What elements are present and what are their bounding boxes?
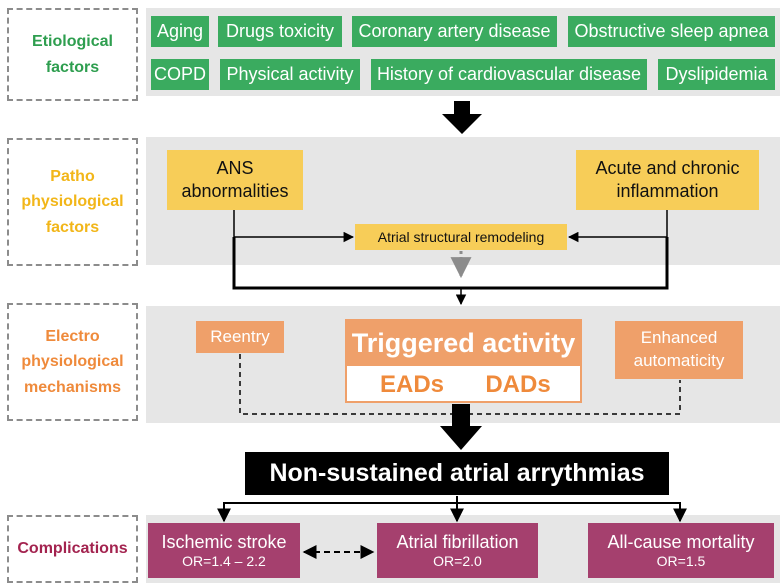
all-cause-mortality-or: OR=1.5 — [656, 552, 706, 569]
atrial-fibrillation-title: Atrial fibrillation — [396, 532, 519, 553]
patho-factors-label: Patho physiological factors — [7, 138, 138, 266]
dads-label: DADs — [485, 371, 551, 398]
arrow-inflammation-to-remodeling — [567, 210, 668, 243]
inflammation-box: Acute and chronic inflammation — [576, 150, 759, 210]
eads-label: EADs — [379, 371, 445, 398]
etiological-factors-label: Etiological factors — [7, 8, 138, 101]
factor-obstructive-sleep-apnea: Obstructive sleep apnea — [568, 16, 775, 47]
factor-drugs-toxicity: Drugs toxicity — [218, 16, 342, 47]
all-cause-mortality-title: All-cause mortality — [607, 532, 755, 553]
factor-aging: Aging — [151, 16, 209, 47]
all-cause-mortality-box: All-cause mortality OR=1.5 — [588, 523, 774, 578]
complications-label: Complications — [7, 515, 138, 583]
electro-mechanisms-label: Electro physiological mechanisms — [7, 303, 138, 421]
bracket-patho-to-electro — [232, 237, 669, 290]
ans-abnormalities-box: ANS abnormalities — [167, 150, 303, 210]
factor-history-cvd: History of cardiovascular disease — [371, 59, 647, 90]
ischemic-stroke-or: OR=1.4 – 2.2 — [182, 552, 266, 569]
factor-coronary-artery-disease: Coronary artery disease — [352, 16, 557, 47]
ischemic-stroke-box: Ischemic stroke OR=1.4 – 2.2 — [148, 523, 300, 578]
atrial-remodeling-box: Atrial structural remodeling — [355, 224, 567, 250]
atrial-fibrillation-box: Atrial fibrillation OR=2.0 — [377, 523, 538, 578]
big-arrow-etiological-to-patho — [442, 101, 482, 134]
connector-central-to-complications — [223, 502, 681, 520]
factor-physical-activity: Physical activity — [220, 59, 360, 90]
arrow-ans-to-remodeling — [233, 210, 355, 243]
triggered-activity-title: Triggered activity — [347, 321, 580, 366]
reentry-box: Reentry — [196, 321, 284, 353]
enhanced-automaticity-box: Enhanced automaticity — [615, 321, 743, 379]
triggered-activity-box: Triggered activity EADs DADs — [345, 319, 582, 403]
ischemic-stroke-title: Ischemic stroke — [161, 532, 287, 553]
non-sustained-arrhythmias-box: Non-sustained atrial arrythmias — [245, 452, 669, 495]
factor-dyslipidemia: Dyslipidemia — [658, 59, 775, 90]
big-arrow-electro-to-central — [440, 404, 482, 450]
factor-copd: COPD — [151, 59, 209, 90]
atrial-fibrillation-or: OR=2.0 — [433, 552, 482, 569]
